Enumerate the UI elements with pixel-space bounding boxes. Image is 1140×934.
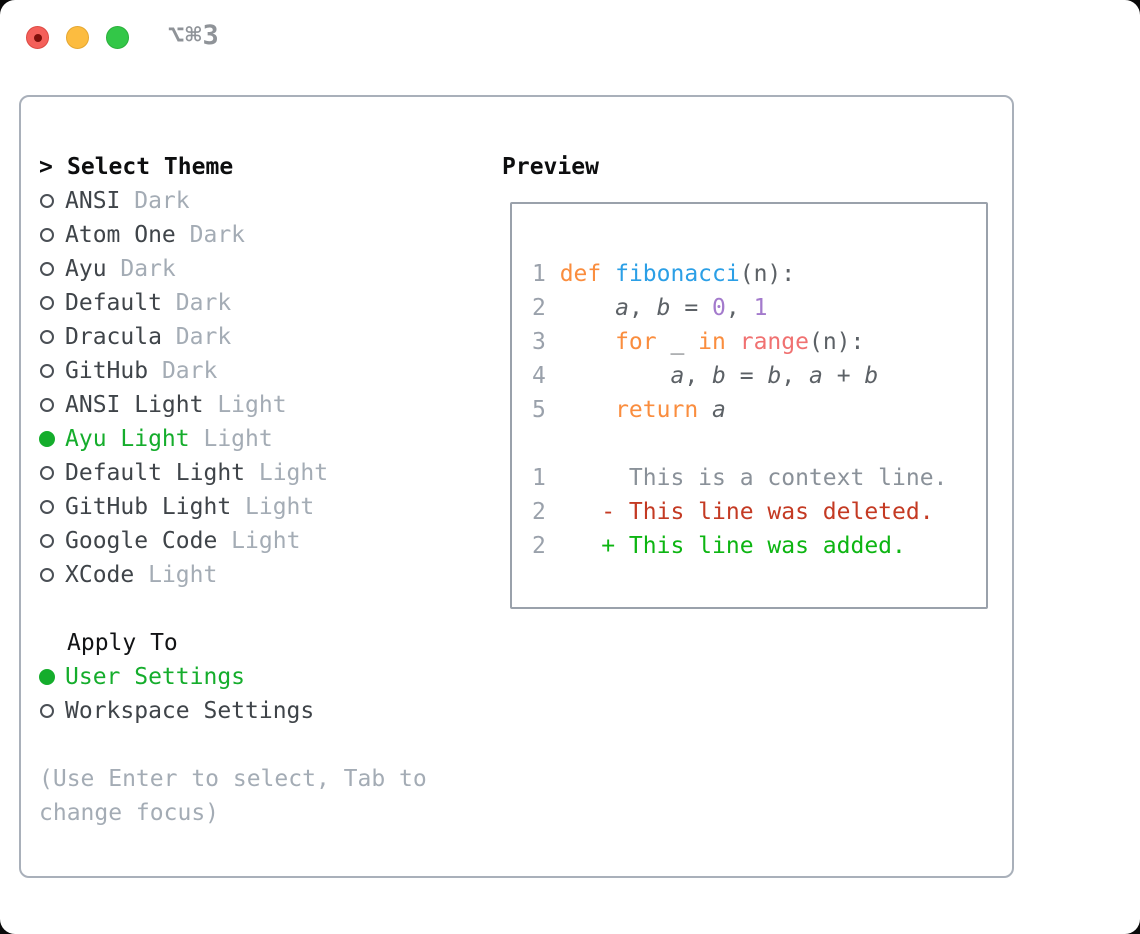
radio-icon bbox=[40, 534, 54, 548]
window-shortcut-label: ⌥⌘3 bbox=[168, 20, 220, 51]
zoom-button[interactable] bbox=[106, 26, 129, 49]
theme-item-xcode[interactable]: XCode Light bbox=[39, 558, 328, 592]
radio-icon bbox=[40, 228, 54, 242]
theme-item-default[interactable]: Default Dark bbox=[39, 286, 328, 320]
theme-item-github[interactable]: GitHub Dark bbox=[39, 354, 328, 388]
radio-icon bbox=[40, 330, 54, 344]
radio-icon bbox=[40, 466, 54, 480]
close-dot-icon bbox=[34, 34, 42, 42]
diff-line-added: 2+ This line was added. bbox=[532, 533, 906, 559]
theme-selector-panel: > Select Theme ANSI Dark Atom One Dark Ay… bbox=[19, 95, 1014, 878]
radio-icon bbox=[40, 568, 54, 582]
code-line: 4 a, b = b, a + b bbox=[532, 363, 879, 389]
radio-icon bbox=[40, 296, 54, 310]
radio-icon bbox=[39, 669, 55, 685]
close-button[interactable] bbox=[26, 26, 49, 49]
radio-icon bbox=[40, 398, 54, 412]
diff-line-context: 1 This is a context line. bbox=[532, 465, 948, 491]
keyboard-hint: (Use Enter to select, Tab to change focu… bbox=[39, 766, 427, 826]
apply-option-user-settings[interactable]: User Settings bbox=[39, 660, 314, 694]
theme-item-ansi-light[interactable]: ANSI Light Light bbox=[39, 388, 328, 422]
minimize-button[interactable] bbox=[66, 26, 89, 49]
preview-title: Preview bbox=[502, 154, 599, 180]
radio-icon bbox=[39, 431, 55, 447]
titlebar: ⌥⌘3 bbox=[0, 0, 1140, 74]
code-line: 2 a, b = 0, 1 bbox=[532, 295, 768, 321]
select-theme-header: > Select Theme bbox=[39, 150, 328, 184]
radio-icon bbox=[40, 704, 54, 718]
theme-item-github-light[interactable]: GitHub Light Light bbox=[39, 490, 328, 524]
theme-item-google-code[interactable]: Google Code Light bbox=[39, 524, 328, 558]
radio-icon bbox=[40, 364, 54, 378]
apply-option-workspace-settings[interactable]: Workspace Settings bbox=[39, 694, 314, 728]
apply-to-section: Apply To User Settings Workspace Setting… bbox=[39, 626, 314, 728]
radio-icon bbox=[40, 262, 54, 276]
diff-line-deleted: 2- This line was deleted. bbox=[532, 499, 934, 525]
apply-to-title: Apply To bbox=[67, 630, 178, 656]
radio-icon bbox=[40, 194, 54, 208]
theme-item-ayu[interactable]: Ayu Dark bbox=[39, 252, 328, 286]
select-theme-title: Select Theme bbox=[67, 154, 234, 180]
theme-item-ayu-light[interactable]: Ayu Light Light bbox=[39, 422, 328, 456]
theme-item-dracula[interactable]: Dracula Dark bbox=[39, 320, 328, 354]
theme-item-default-light[interactable]: Default Light Light bbox=[39, 456, 328, 490]
theme-list: > Select Theme ANSI Dark Atom One Dark Ay… bbox=[39, 150, 328, 592]
theme-item-atom-one[interactable]: Atom One Dark bbox=[39, 218, 328, 252]
radio-icon bbox=[40, 500, 54, 514]
code-line: 5 return a bbox=[532, 397, 726, 423]
code-line: 3 for _ in range(n): bbox=[532, 329, 865, 355]
cursor-caret-icon: > bbox=[39, 154, 53, 180]
theme-item-ansi[interactable]: ANSI Dark bbox=[39, 184, 328, 218]
